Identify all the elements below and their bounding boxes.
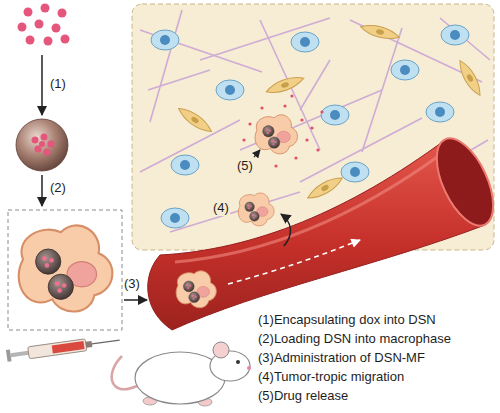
illustration-part: [151, 30, 179, 50]
illustration-part: [92, 340, 120, 344]
callout-number: (4): [212, 200, 230, 216]
illustration-part: [6, 349, 12, 361]
illustration-part: [86, 341, 93, 348]
illustration-part: [140, 30, 262, 72]
illustration-part: [425, 130, 500, 234]
illustration-part: [316, 148, 319, 151]
step-arrow: [124, 299, 147, 301]
illustration-part: [10, 351, 28, 357]
illustration-part: [264, 73, 305, 97]
illustration-part: [236, 360, 240, 364]
step-arrow: [41, 55, 43, 115]
illustration-part: [248, 122, 251, 125]
illustration-part: [58, 9, 67, 18]
illustration-part: [260, 106, 263, 109]
illustration-part: [216, 80, 244, 100]
callout-number: (2): [50, 180, 66, 196]
illustration-part: [274, 164, 277, 167]
illustration-part: [44, 149, 51, 156]
illustration-part: [440, 18, 490, 60]
illustration-part: [32, 137, 39, 144]
illustration-part: [52, 24, 61, 33]
illustration-part: [32, 134, 55, 156]
illustration-part: [341, 162, 369, 182]
illustration-part: [175, 155, 440, 262]
illustration-part: [200, 18, 330, 60]
illustration-part: [305, 138, 308, 141]
illustration-part: [176, 104, 215, 136]
callout-number: (5): [236, 158, 254, 174]
illustration-part: [247, 366, 251, 370]
illustration-part: [39, 141, 45, 147]
illustration-part: [441, 25, 469, 45]
legend-line: (3)Administration of DSN-MF: [258, 350, 425, 366]
illustration-part: [41, 134, 48, 141]
illustration-part: [300, 60, 330, 110]
illustration-part: [52, 341, 85, 353]
illustration-part: [305, 173, 345, 202]
illustration-part: [291, 32, 319, 52]
syringe: [6, 334, 121, 362]
dsn-sphere: [16, 119, 68, 171]
callout-number: (1): [50, 76, 66, 92]
mouse: [112, 342, 251, 406]
illustration-part: [171, 155, 199, 175]
loaded-macrophage: [19, 225, 113, 311]
illustration-part: [455, 58, 484, 98]
illustration-part: [300, 118, 303, 121]
illustration-part: [320, 110, 323, 113]
illustration-part: [28, 339, 87, 359]
illustration-part: [294, 156, 297, 159]
illustration-part: [359, 22, 400, 42]
illustration-part: [242, 138, 245, 141]
legend-line: (5)Drug release: [258, 388, 348, 404]
illustration-part: [228, 240, 360, 284]
illustration-part: [213, 342, 229, 358]
illustration-part: [26, 36, 35, 45]
releasing-macrophage: [255, 115, 297, 154]
legend-line: (4)Tumor-tropic migration: [258, 369, 404, 385]
illustration-part: [362, 28, 402, 152]
zoom-box: [8, 210, 122, 330]
illustration-part: [48, 141, 55, 148]
illustration-part: [148, 70, 210, 90]
illustration-part: [18, 23, 27, 32]
illustration-part: [321, 105, 349, 125]
illustration-part: [170, 192, 300, 232]
illustration-part: [310, 126, 313, 129]
illustration-part: [61, 35, 70, 44]
illustration-part: [44, 37, 53, 46]
illustration-part: [150, 10, 182, 122]
step-arrow: [41, 175, 43, 206]
illustration-part: [112, 356, 137, 389]
illustration-part: [283, 104, 286, 107]
migrating-macrophage: [238, 193, 274, 226]
legend-line: (1)Encapsulating dox into DSN: [258, 312, 436, 328]
callout-number: (3): [124, 276, 140, 292]
illustration-part: [35, 20, 44, 29]
step-arrow: [254, 150, 260, 157]
illustration-part: [426, 102, 454, 122]
illustration-part: [391, 60, 419, 80]
illustration-part: [290, 94, 293, 97]
illustration-part: [16, 119, 68, 171]
released-drug: [242, 94, 323, 167]
step-arrow: [281, 214, 290, 246]
circulating-macrophage: [176, 271, 216, 308]
illustration-part: [161, 208, 189, 228]
illustration-part: [41, 4, 50, 13]
drug-molecules: [18, 4, 70, 46]
legend-line: (2)Loading DSN into macrophase: [258, 331, 451, 347]
illustration-part: [24, 8, 33, 17]
blood-vessel: [148, 130, 500, 330]
